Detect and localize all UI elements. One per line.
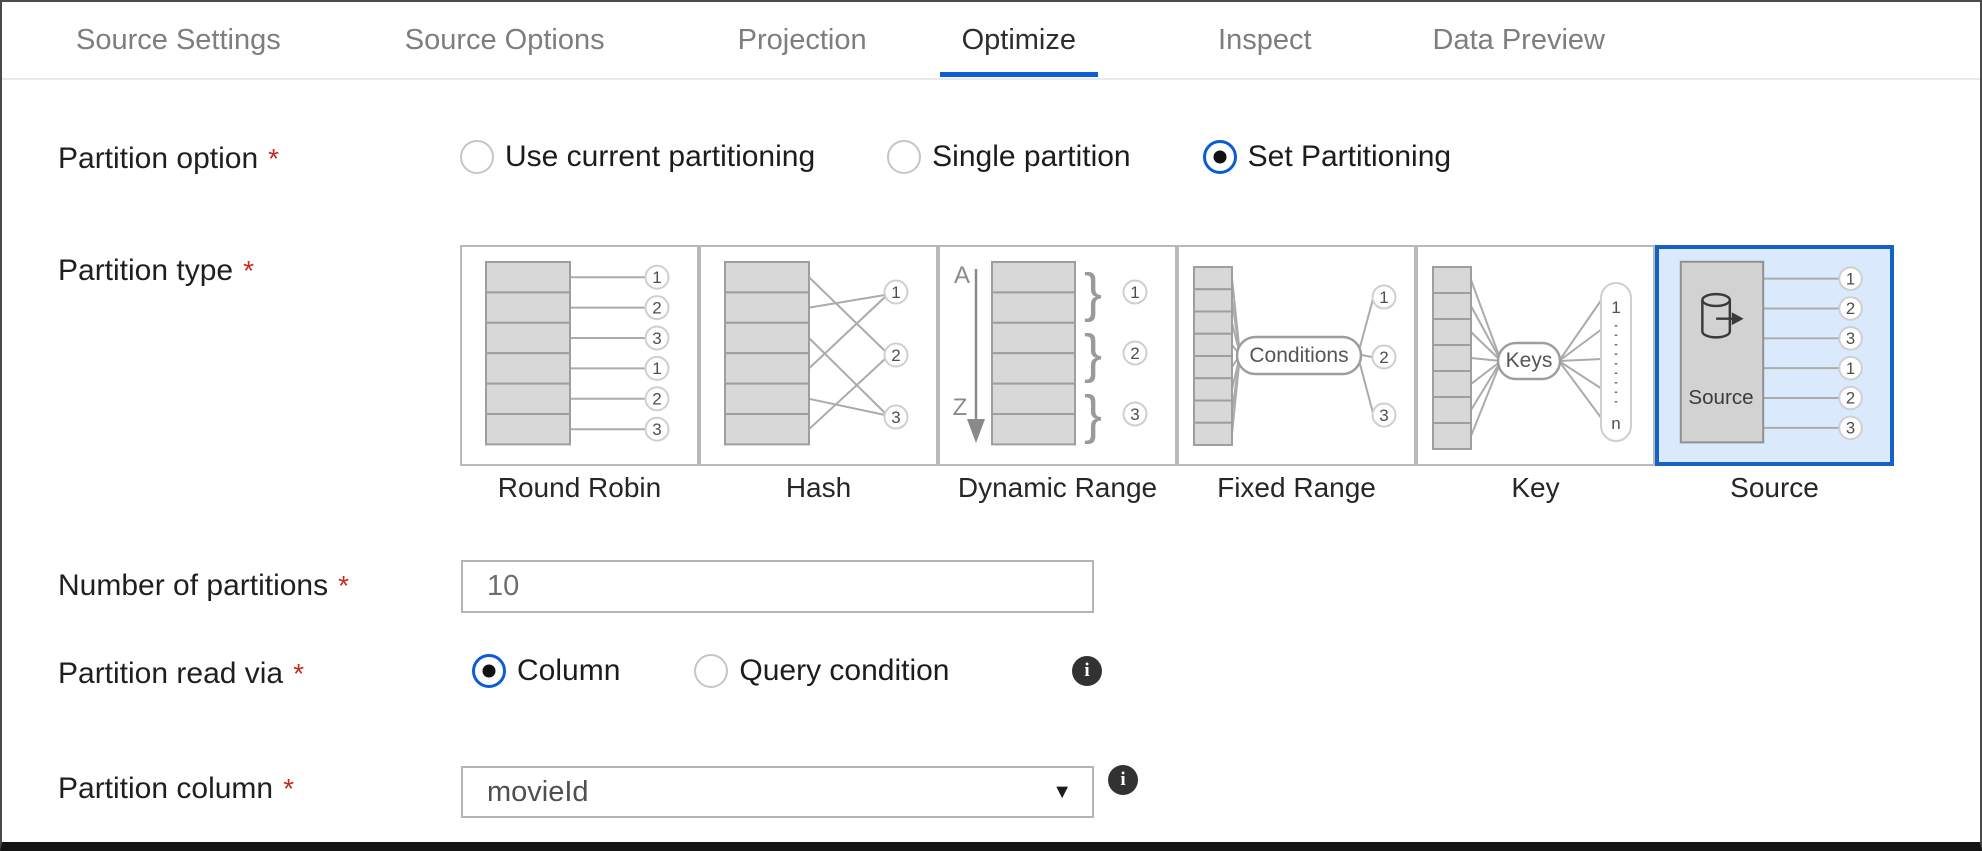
database-export-icon — [1701, 292, 1734, 339]
tab-source-options[interactable]: Source Options — [404, 23, 605, 56]
partition-read-via-radios: Column Query condition — [472, 654, 950, 688]
radio-button[interactable] — [887, 140, 922, 174]
tile-round-robin[interactable]: 1 2 3 1 2 3 — [460, 245, 699, 466]
svg-text:1: 1 — [1846, 269, 1855, 288]
required-asterisk: * — [338, 570, 350, 601]
required-asterisk: * — [268, 143, 280, 174]
tile-fixed-range[interactable]: Conditions 1 2 3 — [1177, 245, 1416, 466]
caption-dynamic-range: Dynamic Range — [957, 472, 1158, 503]
caption-key: Key — [1511, 472, 1560, 503]
radio-button[interactable] — [460, 140, 494, 174]
required-asterisk: * — [283, 773, 295, 804]
svg-text:1: 1 — [1130, 283, 1139, 302]
partition-option-label-text: Partition option — [58, 142, 259, 175]
svg-text:2: 2 — [652, 298, 661, 317]
partition-column-value: movieId — [487, 775, 589, 808]
partition-read-via-label-text: Partition read via — [58, 657, 284, 690]
svg-text:3: 3 — [652, 329, 661, 348]
partition-column-label: Partition column * — [58, 772, 294, 806]
info-icon[interactable]: i — [1108, 765, 1138, 795]
required-asterisk: * — [293, 658, 305, 689]
source-diagram: Source 1 2 3 1 2 3 — [1679, 260, 1863, 444]
number-of-partitions-label-text: Number of partitions — [58, 569, 329, 602]
partition-read-via-label: Partition read via * — [58, 657, 304, 691]
tile-source[interactable]: Source 1 2 3 1 2 3 — [1655, 245, 1894, 466]
svg-text:3: 3 — [1379, 406, 1388, 425]
radio-label[interactable]: Query condition — [739, 654, 950, 687]
number-of-partitions-label: Number of partitions * — [58, 569, 349, 603]
svg-text:1: 1 — [652, 359, 661, 378]
caption-fixed-range: Fixed Range — [1217, 472, 1376, 503]
required-asterisk: * — [243, 255, 254, 286]
radio-label[interactable]: Column — [517, 654, 621, 687]
svg-text:Keys: Keys — [1506, 349, 1553, 372]
radio-column[interactable]: Column — [472, 654, 620, 688]
svg-text:1: 1 — [1379, 288, 1388, 307]
radio-button-selected[interactable] — [472, 654, 506, 688]
svg-text:2: 2 — [1846, 389, 1855, 408]
svg-text:2: 2 — [1130, 344, 1139, 363]
hash-diagram: 1 2 3 — [724, 261, 909, 446]
partition-column-dropdown[interactable]: movieId ▼ — [461, 766, 1094, 818]
partition-option-radios: Use current partitioning Single partitio… — [460, 140, 1451, 174]
tile-caption-row: Round Robin Hash Dynamic Range Fixed Ran… — [460, 472, 1894, 504]
radio-single-partition[interactable]: Single partition — [887, 140, 1131, 174]
partition-type-label-text: Partition type — [58, 254, 234, 287]
number-of-partitions-input[interactable] — [461, 560, 1094, 613]
svg-text:Z: Z — [953, 394, 968, 421]
radio-button-selected[interactable] — [1202, 140, 1237, 174]
partition-column-label-text: Partition column — [58, 772, 274, 805]
key-diagram: Keys 1 n — [1432, 266, 1632, 450]
tile-key[interactable]: Keys 1 n — [1416, 245, 1655, 466]
svg-text:1: 1 — [1611, 298, 1620, 317]
caption-hash: Hash — [785, 472, 852, 503]
radio-set-partitioning[interactable]: Set Partitioning — [1202, 140, 1452, 174]
caption-source: Source — [1730, 472, 1819, 503]
svg-text:n: n — [1611, 414, 1620, 433]
tile-hash[interactable]: 1 2 3 — [699, 245, 938, 466]
radio-label[interactable]: Single partition — [932, 140, 1131, 173]
radio-query-condition[interactable]: Query condition — [694, 654, 950, 688]
tile-dynamic-range[interactable]: A Z } } } 1 2 3 — [938, 245, 1177, 466]
svg-text:2: 2 — [652, 390, 661, 409]
partition-option-label: Partition option * — [58, 142, 279, 176]
svg-text:Conditions: Conditions — [1249, 344, 1348, 367]
partition-type-label: Partition type * — [58, 254, 254, 288]
tab-data-preview[interactable]: Data Preview — [1432, 23, 1605, 56]
partition-type-tiles: 1 2 3 1 2 3 1 2 — [460, 245, 1894, 466]
svg-text:1: 1 — [652, 268, 661, 287]
svg-text:A: A — [954, 262, 970, 289]
round-robin-diagram: 1 2 3 1 2 3 — [485, 261, 670, 446]
svg-text:1: 1 — [1846, 359, 1855, 378]
svg-text:}: } — [1084, 385, 1102, 445]
svg-text:3: 3 — [1846, 329, 1855, 348]
tab-optimize[interactable]: Optimize — [939, 2, 1099, 78]
svg-text:3: 3 — [652, 420, 661, 439]
radio-label[interactable]: Set Partitioning — [1247, 140, 1452, 173]
svg-text:}: } — [1084, 263, 1102, 323]
svg-text:3: 3 — [891, 408, 900, 427]
radio-label[interactable]: Use current partitioning — [505, 140, 816, 173]
chevron-down-icon: ▼ — [1052, 780, 1072, 803]
svg-text:1: 1 — [891, 283, 900, 302]
tab-projection[interactable]: Projection — [737, 23, 867, 56]
radio-use-current-partitioning[interactable]: Use current partitioning — [460, 140, 815, 174]
svg-text:3: 3 — [1130, 405, 1139, 424]
tab-source-settings[interactable]: Source Settings — [76, 23, 281, 56]
svg-text:}: } — [1084, 324, 1102, 384]
caption-round-robin: Round Robin — [497, 472, 662, 503]
info-icon[interactable]: i — [1072, 656, 1102, 686]
svg-text:2: 2 — [891, 346, 900, 365]
svg-text:2: 2 — [1846, 299, 1855, 318]
tab-bar: Source Settings Source Options Projectio… — [2, 2, 1980, 80]
svg-text:3: 3 — [1846, 419, 1855, 438]
svg-text:2: 2 — [1379, 348, 1388, 367]
tab-inspect[interactable]: Inspect — [1218, 23, 1312, 56]
fixed-range-diagram: Conditions 1 2 3 — [1193, 266, 1397, 446]
radio-button[interactable] — [694, 654, 729, 688]
dynamic-range-diagram: A Z } } } 1 2 3 — [953, 261, 1148, 446]
svg-text:Source: Source — [1688, 386, 1753, 409]
